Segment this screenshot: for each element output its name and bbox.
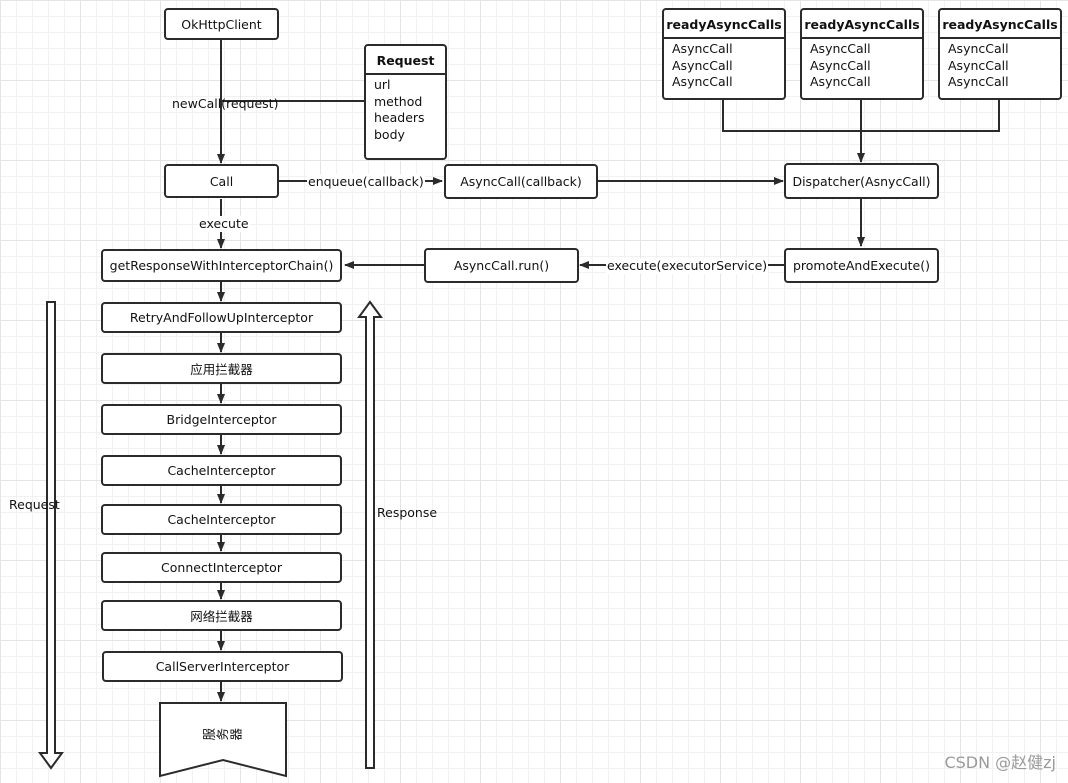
server-node: 服务器 <box>166 708 278 763</box>
ready-queue-1-item: AsyncCall <box>672 41 733 56</box>
ready-queue-2-item: AsyncCall <box>810 74 871 89</box>
dispatcher-node: Dispatcher(AsnycCall) <box>784 163 939 199</box>
interceptor-retry: RetryAndFollowUpInterceptor <box>101 302 342 333</box>
edge-label-execute-executor: execute(executorService) <box>606 258 769 274</box>
ready-queue-3-item: AsyncCall <box>948 41 1009 56</box>
request-field-headers: headers <box>374 110 425 125</box>
interceptor-cache-1: CacheInterceptor <box>101 455 342 486</box>
ready-queue-2-item: AsyncCall <box>810 57 871 73</box>
ready-queue-2: readyAsyncCalls AsyncCall AsyncCall Asyn… <box>800 8 924 100</box>
server-label: 服务器 <box>201 728 243 743</box>
ready-queue-2-title: readyAsyncCalls <box>802 10 922 39</box>
request-flow-arrow <box>38 301 64 770</box>
ready-queue-3: readyAsyncCalls AsyncCall AsyncCall Asyn… <box>938 8 1062 100</box>
request-card-title: Request <box>366 46 445 75</box>
ready-queue-1: readyAsyncCalls AsyncCall AsyncCall Asyn… <box>662 8 786 100</box>
ready-queue-1-item: AsyncCall <box>672 74 733 89</box>
ready-queue-1-item: AsyncCall <box>672 57 733 73</box>
promote-and-execute-node: promoteAndExecute() <box>784 248 939 283</box>
call-node: Call <box>164 164 279 198</box>
server-shape <box>159 702 287 778</box>
ready-queue-1-title: readyAsyncCalls <box>664 10 784 39</box>
asynccall-run-node: AsyncCall.run() <box>424 248 579 283</box>
ready-queue-3-item: AsyncCall <box>948 74 1009 89</box>
interceptor-connect: ConnectInterceptor <box>101 552 342 583</box>
request-field-method: method <box>374 93 423 109</box>
interceptor-cache-2: CacheInterceptor <box>101 504 342 535</box>
ready-queue-2-item: AsyncCall <box>810 41 871 56</box>
request-field-url: url <box>374 77 391 92</box>
response-flow-arrow <box>357 300 383 769</box>
request-field-body: body <box>374 126 405 142</box>
ready-queue-3-item: AsyncCall <box>948 57 1009 73</box>
get-response-chain-node: getResponseWithInterceptorChain() <box>101 249 342 282</box>
interceptor-bridge: BridgeInterceptor <box>101 404 342 435</box>
edge-label-new-call: newCall(request) <box>172 96 279 111</box>
request-card: Request url method headers body <box>364 44 447 160</box>
edge-label-execute: execute <box>198 216 250 232</box>
watermark: CSDN @赵健zj <box>944 753 1056 772</box>
interceptor-call-server: CallServerInterceptor <box>102 651 343 682</box>
ready-queue-3-title: readyAsyncCalls <box>940 10 1060 39</box>
interceptor-application: 应用拦截器 <box>101 353 342 384</box>
request-flow-label: Request <box>9 497 60 512</box>
okhttpclient-node: OkHttpClient <box>164 8 279 40</box>
asynccall-callback-node: AsyncCall(callback) <box>444 164 598 199</box>
interceptor-network: 网络拦截器 <box>101 600 342 631</box>
response-flow-label: Response <box>377 505 438 520</box>
edge-label-enqueue: enqueue(callback) <box>307 174 425 190</box>
